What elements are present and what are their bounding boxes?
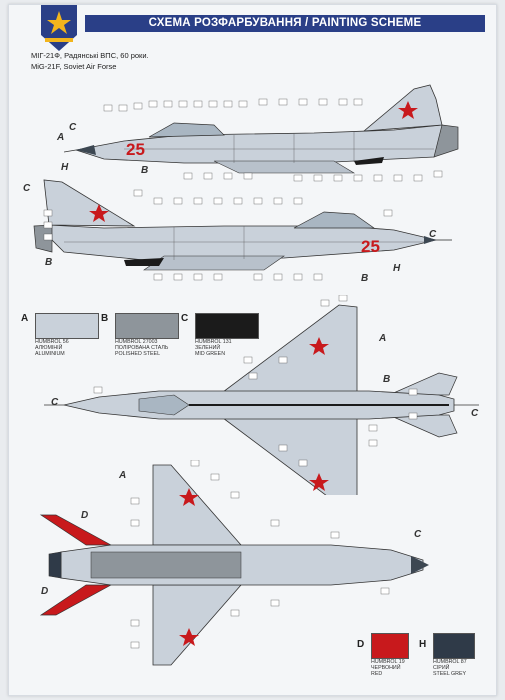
ref-c-side-left-nose: C	[429, 229, 437, 240]
red-star-marking	[179, 488, 199, 506]
red-star-marking	[309, 473, 329, 491]
red-star-marking	[309, 337, 329, 355]
ref-a-top: A	[379, 333, 387, 344]
ref-c-side-left: C	[23, 183, 31, 194]
ref-c-bottom: C	[414, 529, 422, 540]
swatch-red	[371, 633, 409, 659]
swatch-polished-steel	[115, 313, 179, 339]
subtitle-english: MiG-21F, Soviet Air Forse	[31, 62, 117, 71]
red-star-marking	[89, 204, 109, 222]
ref-d-bottom-2: D	[41, 586, 49, 597]
swatch-letter-d: D	[357, 639, 365, 650]
tail-number-top: 25	[126, 140, 145, 159]
swatch-mid-green	[195, 313, 259, 339]
ref-h-side-left: H	[393, 263, 401, 274]
subtitle-ukrainian: МІГ-21Ф, Радянські ВПС, 60 роки.	[31, 51, 149, 60]
ref-h-side-right: H	[61, 162, 69, 173]
ref-c-top-nose: C	[51, 397, 59, 408]
tail-number-side: 25	[361, 237, 380, 256]
ref-d-bottom: D	[81, 510, 89, 521]
side-view-right: 25	[64, 84, 459, 182]
ref-c-top-tail: C	[471, 408, 479, 419]
brand-logo	[41, 5, 77, 51]
bottom-view	[39, 460, 429, 666]
red-star-marking	[398, 101, 418, 119]
ref-a-bottom: A	[119, 470, 127, 481]
red-star-marking	[179, 628, 199, 646]
ref-b-side-right: B	[141, 165, 149, 176]
ref-b-side-left: B	[45, 257, 53, 268]
swatch-letter-b: B	[101, 313, 109, 324]
swatch-aluminium	[35, 313, 99, 339]
ref-b-side-left-2: B	[361, 273, 369, 284]
side-view-left: 25	[33, 179, 452, 281]
swatch-letter-c: C	[181, 313, 189, 324]
swatch-letter-a: A	[21, 313, 29, 324]
ref-b-top: B	[383, 374, 391, 385]
swatch-steel-grey	[433, 633, 475, 659]
top-view	[44, 295, 479, 495]
ref-c-side-right: C	[69, 122, 77, 133]
painting-scheme-sheet: СХЕМА РОЗФАРБУВАННЯ / PAINTING SCHEME МІ…	[8, 4, 497, 696]
swatch-letter-h: H	[419, 639, 427, 650]
page-title: СХЕМА РОЗФАРБУВАННЯ / PAINTING SCHEME	[85, 15, 485, 32]
ref-a-side-right: A	[57, 132, 65, 143]
